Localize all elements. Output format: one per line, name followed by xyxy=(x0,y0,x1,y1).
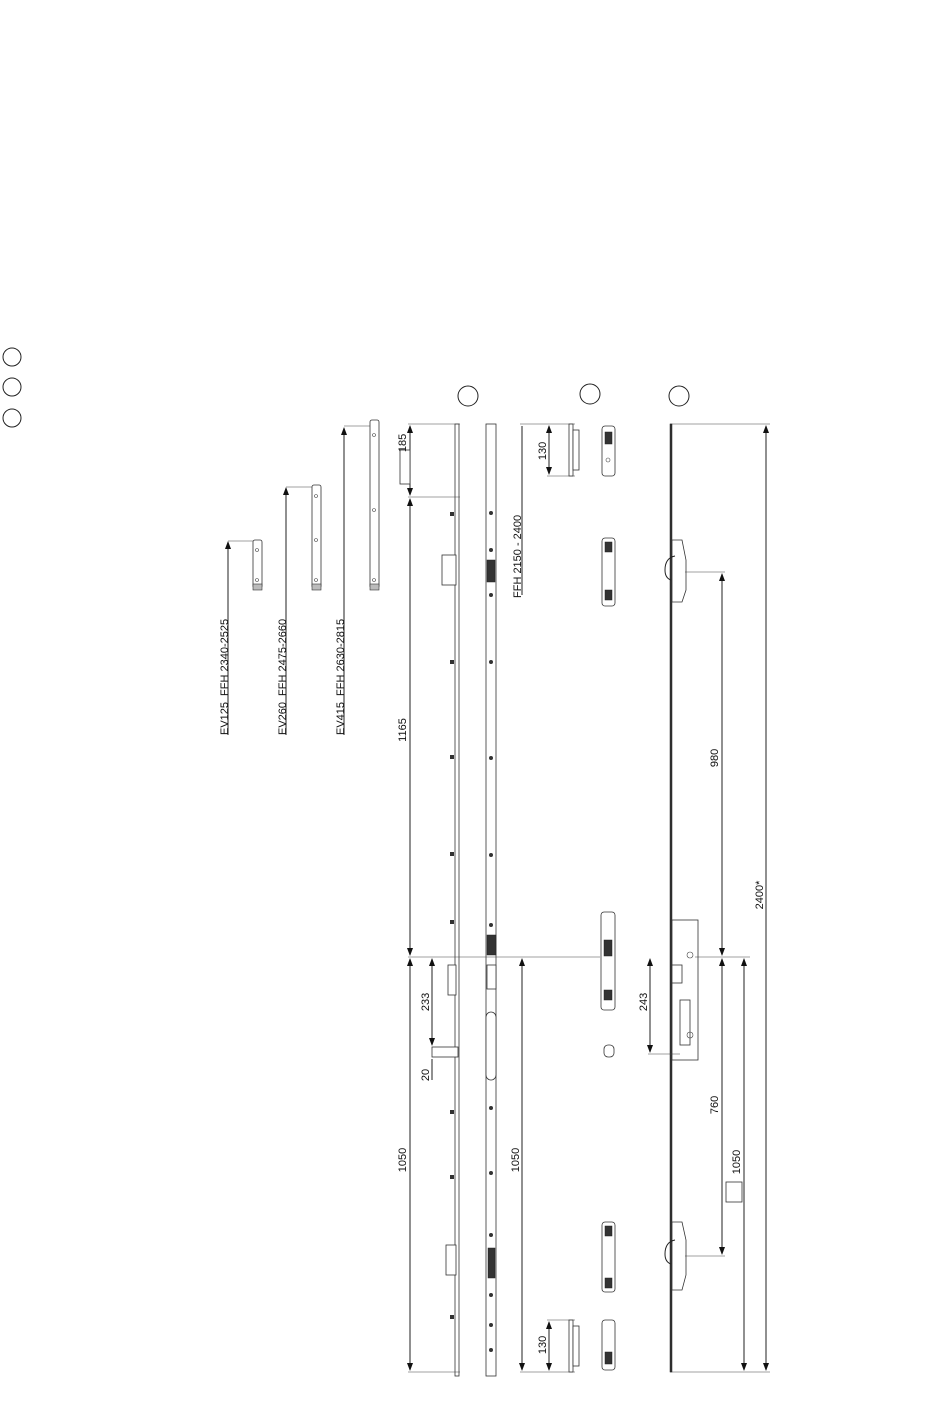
dim-185: 185 xyxy=(397,434,409,452)
main-range-label: FFH 2150 - 2400 xyxy=(512,515,524,598)
dim-1050-right: 1050 xyxy=(731,1150,743,1174)
dim-20: 20 xyxy=(420,1069,432,1081)
view-circle-2 xyxy=(580,384,600,404)
variant-label-ev260: EV260FFH 2475-2660 xyxy=(277,619,289,735)
extension-ev260 xyxy=(286,485,321,735)
extension-ev415 xyxy=(344,420,379,735)
dim-lines-left xyxy=(400,424,600,1372)
dim-233: 233 xyxy=(420,993,432,1011)
variant-label-ev415: EV415FFH 2630-2815 xyxy=(335,619,347,735)
lock-view xyxy=(648,424,770,1372)
keeps-view xyxy=(520,424,615,1372)
legend-circle-3 xyxy=(3,409,21,427)
rail-front-view xyxy=(486,424,496,1376)
variant-label-ev125: EV125FFH 2340-2525 xyxy=(219,619,231,735)
dim-1165: 1165 xyxy=(397,718,409,742)
legend-circle-2 xyxy=(3,378,21,396)
dim-243: 243 xyxy=(638,993,650,1011)
rail-side-view xyxy=(432,424,459,1376)
extension-ev125 xyxy=(228,540,262,735)
legend-circle-1 xyxy=(3,348,21,366)
dim-130-top: 130 xyxy=(537,442,549,460)
dim-1050-mid: 1050 xyxy=(510,1148,522,1172)
dim-130-bottom: 130 xyxy=(537,1336,549,1354)
dim-760: 760 xyxy=(709,1096,721,1114)
view-circle-1 xyxy=(458,386,478,406)
view-circle-3 xyxy=(669,386,689,406)
dim-980: 980 xyxy=(709,749,721,767)
dim-1050-left: 1050 xyxy=(397,1148,409,1172)
dim-2400: 2400* xyxy=(754,880,766,909)
